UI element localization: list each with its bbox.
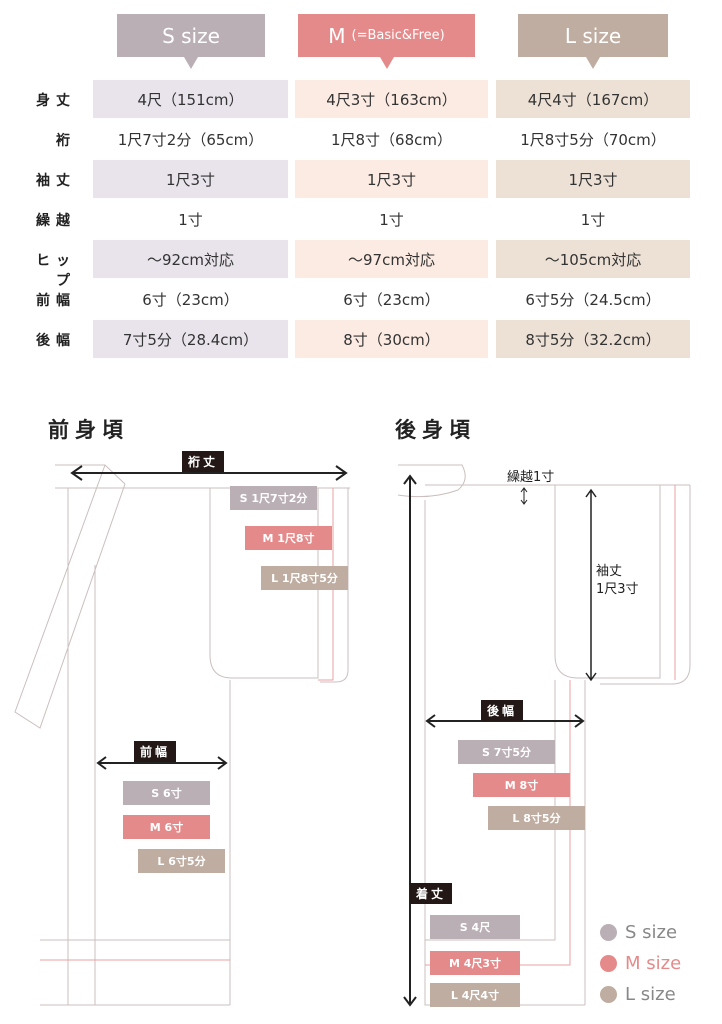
row-label: 前幅 [36, 293, 76, 309]
cell-s: 1寸 [178, 210, 203, 229]
row-label: 繰越 [36, 213, 76, 229]
yuki-label: 裄丈 [182, 451, 225, 472]
cell-l: 1寸 [580, 210, 606, 229]
front-sleeve-s [209, 488, 319, 679]
cell-s: 1尺3寸 [93, 160, 288, 198]
cell-l: 1尺8寸5分（70cm） [520, 130, 666, 149]
header-m-label: M [328, 23, 346, 48]
cell-m: 8寸（30cm） [295, 320, 488, 358]
kitake-l-tag: L 4尺4寸 [430, 983, 520, 1007]
legend-l-label: L size [625, 984, 676, 1005]
front-collar-band [14, 464, 126, 729]
yuki-l-tag: L 1尺8寸5分 [261, 566, 348, 590]
row-label: 後幅 [36, 333, 76, 349]
cell-s: 6寸（23cm） [142, 290, 239, 309]
header-m-sub: (=Basic&Free) [351, 28, 445, 43]
cell-l: 8寸5分（32.2cm） [496, 320, 690, 358]
header-l-size: L size [518, 14, 668, 69]
cell-l: 1尺3寸 [496, 160, 690, 198]
cell-m: ～97cm対応 [295, 240, 488, 278]
front-sleeve-l [320, 488, 349, 683]
cell-s: 4尺（151cm） [93, 80, 288, 118]
front-sleeve-m [318, 488, 334, 681]
cell-m: 6寸（23cm） [343, 290, 440, 309]
cell-s: ～92cm対応 [93, 240, 288, 278]
cell-m: 4尺3寸（163cm） [295, 80, 488, 118]
legend-s-dot [600, 924, 617, 941]
cell-l: 6寸5分（24.5cm） [525, 290, 661, 309]
ushirohaba-m-tag: M 8寸 [473, 773, 570, 797]
cell-l: ～105cm対応 [496, 240, 690, 278]
cell-s: 7寸5分（28.4cm） [93, 320, 288, 358]
cell-m: 1尺3寸 [295, 160, 488, 198]
cell-l: 4尺4寸（167cm） [496, 80, 690, 118]
kitake-s-tag: S 4尺 [430, 915, 520, 939]
header-m-size: M (=Basic&Free) [298, 14, 475, 69]
legend-l: L size [600, 984, 676, 1005]
front-body [40, 488, 231, 1006]
back-body [424, 500, 585, 1006]
legend-m: M size [600, 953, 681, 974]
kurikoshi-arrow [520, 487, 528, 505]
ushirohaba-label: 後幅 [481, 700, 524, 721]
kitake-label: 着丈 [410, 883, 453, 904]
row-label: 袖丈 [36, 173, 76, 189]
cell-m: 1尺8寸（68cm） [330, 130, 453, 149]
header-s-label: S size [162, 23, 220, 48]
sodetake-arrow [585, 488, 597, 682]
kitake-arrow [403, 474, 417, 1007]
maehaba-label: 前幅 [134, 741, 177, 762]
sodetake-value: 1尺3寸 [596, 582, 639, 597]
back-title: 後身頃 [395, 418, 476, 442]
ushirohaba-s-tag: S 7寸5分 [458, 740, 555, 764]
yuki-s-tag: S 1尺7寸2分 [230, 486, 317, 510]
row-label: 身丈 [36, 93, 76, 109]
cell-m: 1寸 [379, 210, 404, 229]
maehaba-arrow [96, 756, 228, 770]
ushirohaba-l-tag: L 8寸5分 [488, 806, 585, 830]
legend-m-label: M size [625, 953, 682, 974]
row-label: 裄 [56, 133, 76, 149]
yuki-m-tag: M 1尺8寸 [245, 526, 332, 550]
legend-m-dot [600, 955, 617, 972]
header-l-label: L size [564, 23, 622, 48]
front-title: 前身頃 [48, 418, 129, 442]
legend-s: S size [600, 922, 677, 943]
maehaba-m-tag: M 6寸 [123, 815, 210, 839]
cell-s: 1尺7寸2分（65cm） [117, 130, 264, 149]
maehaba-s-tag: S 6寸 [123, 781, 210, 805]
header-s-size: S size [117, 14, 265, 69]
back-collar [397, 464, 466, 498]
yuki-arrow [70, 465, 348, 481]
kitake-m-tag: M 4尺3寸 [430, 951, 520, 975]
ushirohaba-arrow [425, 714, 585, 728]
front-collar-top [55, 464, 126, 485]
legend-l-dot [600, 986, 617, 1003]
maehaba-l-tag: L 6寸5分 [138, 849, 225, 873]
kurikoshi-label: 繰越1寸 [507, 470, 555, 485]
row-label: ヒップ [36, 253, 76, 289]
legend-s-label: S size [625, 922, 678, 943]
back-sleeve [554, 485, 691, 685]
sodetake-label: 袖丈 [596, 564, 623, 579]
